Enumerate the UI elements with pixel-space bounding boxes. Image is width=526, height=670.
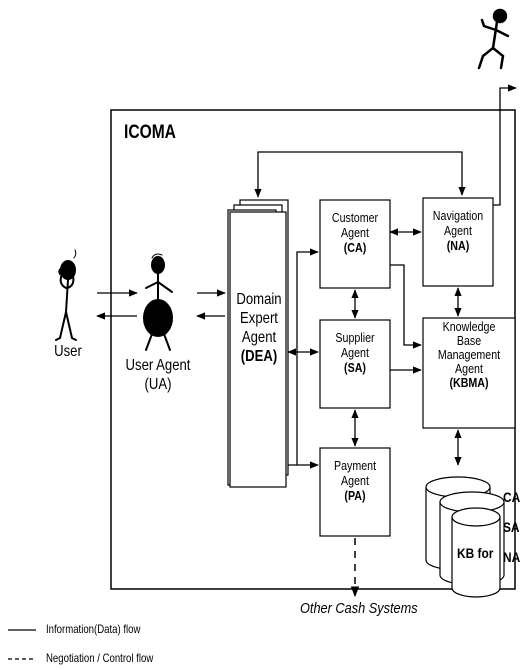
payment-agent-label: Payment Agent (PA) [326, 458, 383, 503]
icoma-title: ICOMA [124, 122, 176, 144]
customer-agent-label: Customer Agent (CA) [326, 210, 383, 255]
supplier-agent-label: Supplier Agent (SA) [326, 330, 383, 375]
runner-figure-icon [479, 10, 508, 68]
dea-navigation-loop [258, 152, 462, 197]
navigation-exit-flow [493, 88, 516, 205]
dea-label: Domain Expert Agent (DEA) [234, 290, 283, 366]
kb-cylinders [426, 477, 504, 597]
user-figure-icon [56, 250, 76, 340]
user-label: User [52, 342, 85, 361]
kb-for-label: KB for [457, 545, 493, 561]
navigation-agent-label: Navigation Agent (NA) [429, 208, 486, 253]
kb-na-label: NA [503, 549, 520, 565]
user-agent-label: User Agent (UA) [125, 356, 191, 394]
user-ua-flow [97, 293, 137, 316]
dea-agents-bracket [288, 252, 318, 465]
ca-kbma-flow [390, 265, 421, 345]
kb-sa-label: SA [503, 519, 520, 535]
ua-dea-flow [197, 293, 225, 316]
legend-negotiation-flow: Negotiation / Control flow [46, 651, 153, 665]
user-agent-figure-icon [144, 254, 172, 350]
kb-ca-label: CA [503, 489, 520, 505]
kbma-label: Knowledge Base Management Agent (KBMA) [431, 320, 506, 390]
legend-information-flow: Information(Data) flow [46, 622, 140, 636]
other-cash-systems-label: Other Cash Systems [300, 600, 418, 617]
